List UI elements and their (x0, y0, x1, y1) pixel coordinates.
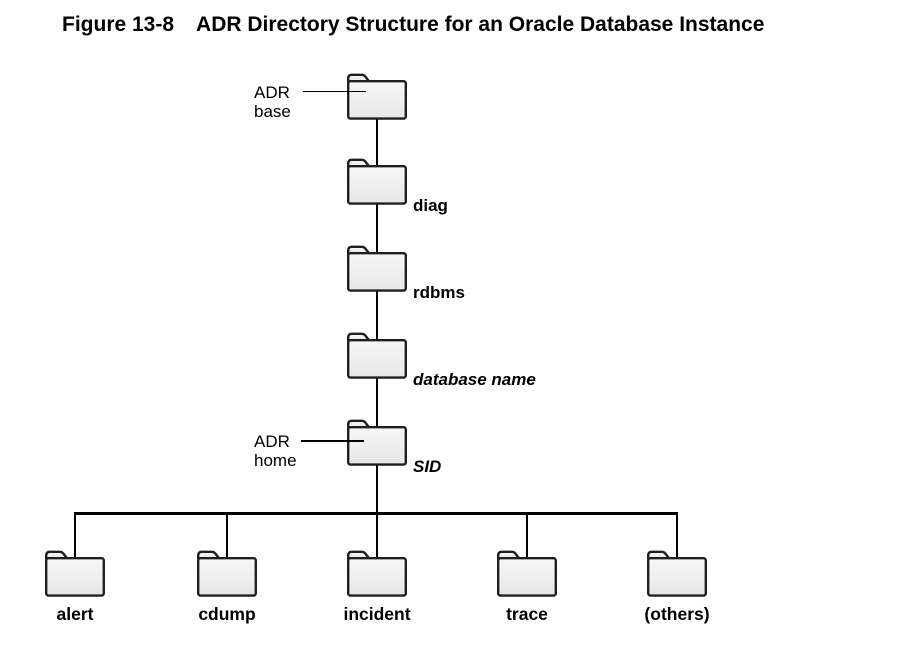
annotation-adr-home: ADR home (254, 432, 297, 470)
connector-stub-others (675, 512, 679, 562)
annotation-adr-home-line2: home (254, 450, 297, 470)
folder-label-alert: alert (56, 604, 94, 624)
folder-icon-database-name (347, 332, 407, 379)
connector-stub-incident (375, 512, 379, 562)
folder-label-database-name: database name (413, 370, 536, 389)
folder-label-sid: SID (413, 457, 442, 476)
figure-title: Figure 13-8 ADR Directory Structure for … (62, 13, 764, 37)
folder-label-cdump: cdump (198, 604, 256, 624)
annotation-adr-base-line2: base (254, 101, 291, 121)
connector-chain-vertical (375, 100, 379, 514)
pointer-line-adr-home (301, 440, 364, 442)
folder-icon-incident (347, 550, 407, 597)
folder-icon-rdbms (347, 245, 407, 292)
figure-caption: ADR Directory Structure for an Oracle Da… (196, 13, 765, 36)
pointer-line-adr-base (303, 90, 366, 93)
folder-icon-sid (347, 419, 407, 466)
folder-icon-diag (347, 158, 407, 205)
folder-icon-alert (45, 550, 106, 597)
connector-stub-alert (73, 512, 77, 562)
folder-icon-cdump (196, 550, 258, 597)
annotation-adr-base: ADR base (254, 83, 291, 121)
annotation-adr-base-line1: ADR (254, 83, 290, 102)
folder-label-incident: incident (343, 604, 411, 624)
folder-icon-adr-base (347, 73, 407, 120)
annotation-adr-home-line1: ADR (254, 432, 290, 451)
connector-stub-trace (525, 512, 529, 562)
folder-icon-trace (497, 550, 557, 597)
folder-label-trace: trace (506, 604, 548, 624)
connector-stub-cdump (225, 512, 229, 562)
figure-number: Figure 13-8 (62, 13, 175, 36)
folder-icon-others (647, 550, 707, 597)
folder-label-rdbms: rdbms (413, 283, 465, 302)
folder-label-others: (others) (644, 604, 710, 624)
folder-label-diag: diag (413, 196, 448, 215)
